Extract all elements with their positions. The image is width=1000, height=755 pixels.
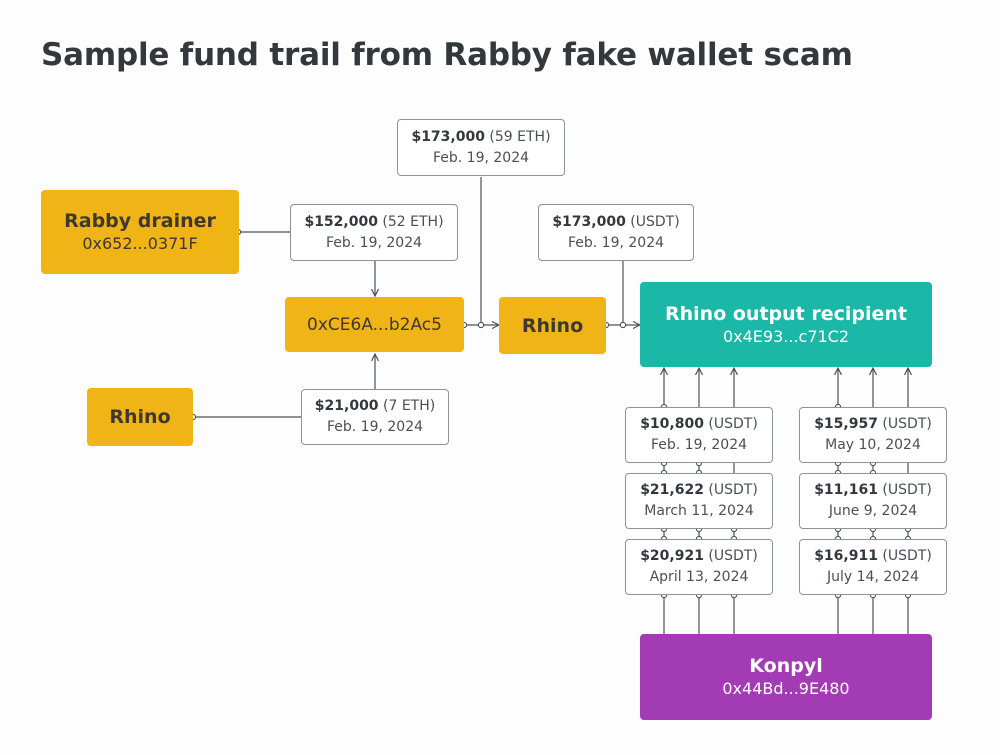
transfer-amount: $11,161 bbox=[814, 482, 878, 498]
rabby-drainer-address: 0x652...0371F bbox=[82, 234, 198, 253]
transfer-date: April 13, 2024 bbox=[649, 569, 749, 585]
konpyl-transfer-left-3: $20,921 (USDT) April 13, 2024 bbox=[625, 539, 773, 595]
transfer-unit: (USDT) bbox=[882, 548, 932, 564]
transfer-unit: (USDT) bbox=[630, 213, 680, 230]
rhino-source-name: Rhino bbox=[109, 406, 171, 428]
transfer-label-21000: $21,000 (7 ETH) Feb. 19, 2024 bbox=[301, 389, 449, 445]
transfer-label-173000-usdt: $173,000 (USDT) Feb. 19, 2024 bbox=[538, 204, 694, 261]
konpyl-address: 0x44Bd...9E480 bbox=[722, 679, 850, 698]
transfer-unit: (52 ETH) bbox=[382, 213, 444, 230]
transfer-label-152000: $152,000 (52 ETH) Feb. 19, 2024 bbox=[290, 204, 458, 261]
transfer-amount: $16,911 bbox=[814, 548, 878, 564]
transfer-unit: (USDT) bbox=[708, 548, 758, 564]
transfer-amount: $15,957 bbox=[814, 416, 878, 432]
konpyl-transfer-right-3: $16,911 (USDT) July 14, 2024 bbox=[799, 539, 947, 595]
rhino-output-address: 0x4E93...c71C2 bbox=[722, 326, 850, 346]
transfer-date: Feb. 19, 2024 bbox=[567, 234, 665, 251]
rabby-drainer-name: Rabby drainer bbox=[64, 210, 216, 232]
transfer-unit: (7 ETH) bbox=[383, 398, 436, 414]
rabby-drainer-node: Rabby drainer 0x652...0371F bbox=[41, 190, 239, 274]
transfer-date: March 11, 2024 bbox=[644, 503, 754, 519]
rhino-output-name: Rhino output recipient bbox=[665, 302, 907, 325]
konpyl-name: Konpyl bbox=[749, 655, 823, 677]
transfer-label-173000-eth: $173,000 (59 ETH) Feb. 19, 2024 bbox=[397, 119, 565, 176]
transfer-unit: (USDT) bbox=[882, 482, 932, 498]
intermediate-wallet-address: 0xCE6A...b2Ac5 bbox=[307, 314, 442, 335]
transfer-unit: (USDT) bbox=[882, 416, 932, 432]
konpyl-transfer-right-2: $11,161 (USDT) June 9, 2024 bbox=[799, 473, 947, 529]
transfer-date: Feb. 19, 2024 bbox=[326, 419, 424, 435]
page-title: Sample fund trail from Rabby fake wallet… bbox=[41, 37, 853, 73]
transfer-amount: $10,800 bbox=[640, 416, 704, 432]
konpyl-transfer-left-1: $10,800 (USDT) Feb. 19, 2024 bbox=[625, 407, 773, 463]
konpyl-transfer-right-1: $15,957 (USDT) May 10, 2024 bbox=[799, 407, 947, 463]
transfer-amount: $21,000 bbox=[314, 398, 379, 414]
konpyl-node: Konpyl 0x44Bd...9E480 bbox=[640, 634, 932, 720]
konpyl-transfer-left-2: $21,622 (USDT) March 11, 2024 bbox=[625, 473, 773, 529]
transfer-date: Feb. 19, 2024 bbox=[432, 149, 530, 166]
rhino-source-node: Rhino bbox=[87, 388, 193, 446]
rhino-output-recipient-node: Rhino output recipient 0x4E93...c71C2 bbox=[640, 282, 932, 367]
transfer-date: June 9, 2024 bbox=[828, 503, 918, 519]
rhino-bridge-node: Rhino bbox=[499, 297, 606, 354]
transfer-amount: $20,921 bbox=[640, 548, 704, 564]
transfer-amount: $173,000 bbox=[552, 213, 626, 230]
transfer-date: Feb. 19, 2024 bbox=[325, 234, 423, 251]
transfer-date: May 10, 2024 bbox=[825, 437, 921, 453]
transfer-date: Feb. 19, 2024 bbox=[650, 437, 748, 453]
transfer-unit: (USDT) bbox=[708, 416, 758, 432]
transfer-amount: $152,000 bbox=[304, 213, 378, 230]
rhino-bridge-name: Rhino bbox=[521, 314, 584, 337]
transfer-unit: (59 ETH) bbox=[489, 128, 551, 145]
transfer-amount: $21,622 bbox=[640, 482, 704, 498]
transfer-unit: (USDT) bbox=[708, 482, 758, 498]
transfer-amount: $173,000 bbox=[411, 128, 485, 145]
transfer-date: July 14, 2024 bbox=[827, 569, 919, 585]
intermediate-wallet-node: 0xCE6A...b2Ac5 bbox=[285, 297, 464, 352]
